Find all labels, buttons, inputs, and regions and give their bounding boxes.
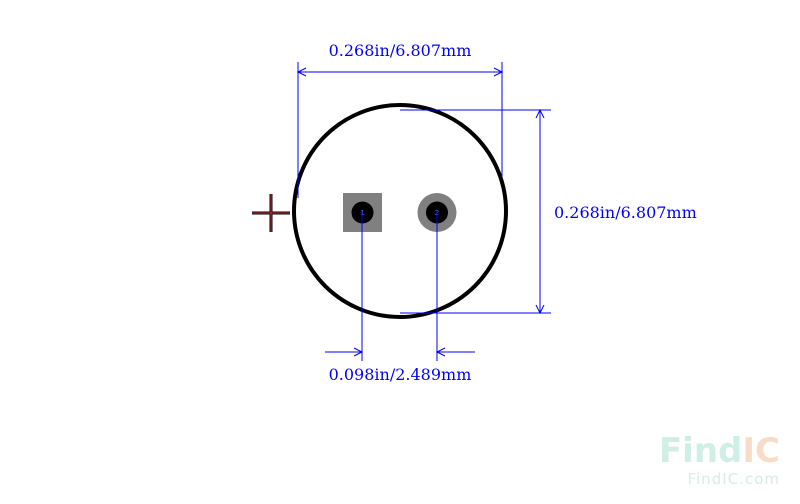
dimension-right: [400, 108, 551, 315]
body-outline: [292, 103, 508, 319]
dimension-bottom-label: 0.098in/2.489mm: [329, 365, 472, 384]
svg-text:FindIC: FindIC: [659, 431, 780, 471]
dimension-top: [296, 62, 504, 198]
watermark-url: FindIC.com: [688, 470, 780, 488]
findic-watermark-logo: FindIC FindIC.com: [659, 431, 780, 488]
polarity-plus-icon: [252, 194, 290, 232]
watermark-ic: IC: [742, 431, 780, 471]
dimension-top-label: 0.268in/6.807mm: [329, 41, 472, 60]
dimension-right-label: 0.268in/6.807mm: [554, 203, 697, 222]
body-outline-silkscreen: [294, 105, 506, 317]
watermark-find: Find: [659, 431, 742, 471]
dimension-bottom: [325, 212, 475, 361]
